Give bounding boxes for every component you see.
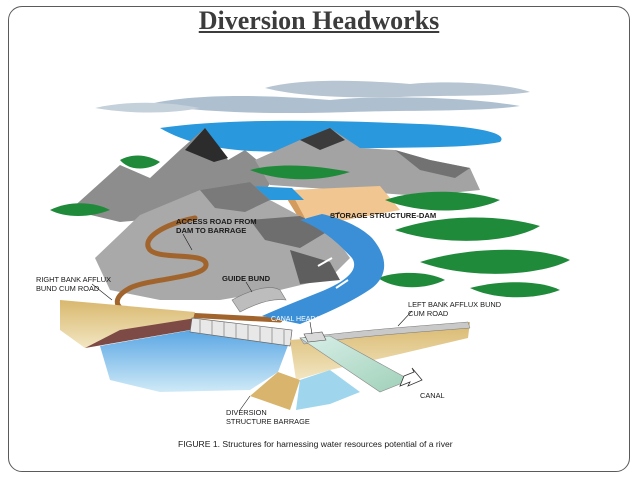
label-access-road-1: ACCESS ROAD FROM [176,217,257,226]
storage-dam [250,186,400,222]
label-barrage-2: STRUCTURE BARRAGE [226,417,310,426]
label-left-bank-2: CUM ROAD [408,309,448,318]
leader-lines [91,211,413,411]
canal-head-regulator [303,331,327,343]
forest-right [378,191,570,298]
label-barrage-1: DIVERSION [226,408,267,417]
downstream-river [296,370,360,410]
left-bank-bund [299,321,471,345]
diversion-barrage [189,317,293,347]
clouds [95,80,530,114]
mountains-front [95,182,350,300]
label-guide-bund: GUIDE BUND [222,274,271,283]
access-road [114,215,283,323]
left-bank-soil [290,322,470,380]
river-ripples [299,257,349,297]
label-canal-head-works: CANAL HEAD WORKS [271,316,344,323]
slide-title: Diversion Headworks [198,6,440,35]
label-access-road-2: DAM TO BARRAGE [176,226,246,235]
figure-caption: FIGURE 1. Structures for harnessing wate… [178,439,453,449]
reservoir [100,330,290,392]
guide-bund [231,287,287,313]
label-right-bank-1: RIGHT BANK AFFLUX [36,275,111,284]
river [262,214,385,324]
forest-back [50,155,350,216]
label-storage-dam: STORAGE STRUCTURE-DAM [330,211,436,220]
label-left-bank-1: LEFT BANK AFFLUX BUND [408,300,501,309]
label-right-bank-2: BUND CUM ROAD [36,284,99,293]
downstream-bank [250,372,300,410]
label-canal: CANAL [420,391,445,400]
right-bank-soil [60,300,195,348]
canal-arrow [399,367,423,387]
